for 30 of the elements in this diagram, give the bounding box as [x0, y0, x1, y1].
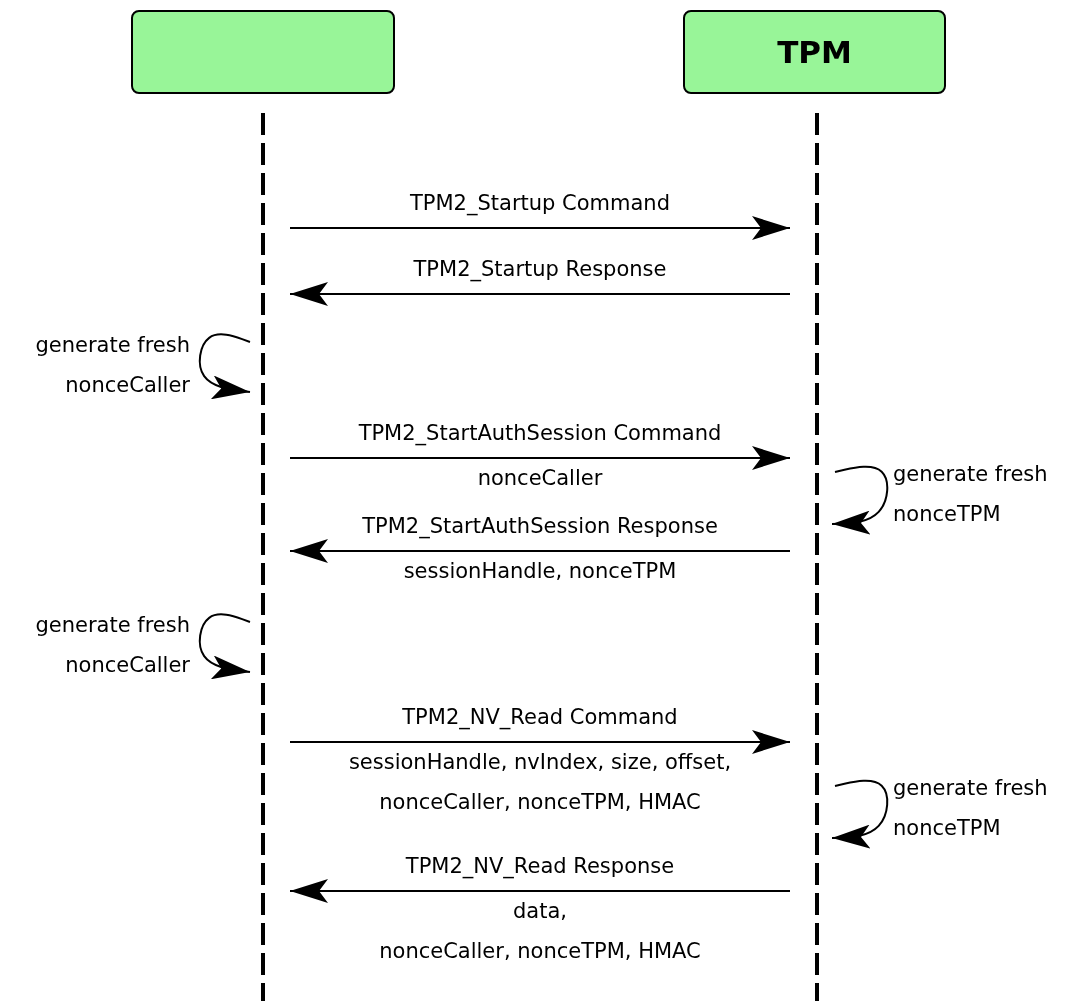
message-parameters: data,	[512, 898, 568, 925]
message-label: TPM2_StartAuthSession Command	[357, 420, 723, 448]
action-note: generate fresh nonceTPM	[893, 775, 1049, 842]
self-arrow	[831, 779, 889, 849]
action-note: generate fresh nonceTPM	[893, 461, 1049, 528]
message-label: TPM2_NV_Read Response	[404, 853, 676, 881]
message-arrow	[289, 446, 791, 470]
message-arrow	[289, 879, 791, 903]
message-parameters: sessionHandle, nvIndex, size, offset, nonceCaller, nonceTPM, HMAC	[347, 749, 733, 816]
lifeline	[261, 113, 265, 1001]
lifeline	[815, 113, 819, 1001]
message-arrow	[289, 216, 791, 240]
self-arrow	[198, 613, 251, 680]
participant-box	[131, 10, 395, 94]
message-label: TPM2_NV_Read Command	[401, 704, 679, 732]
self-arrow	[198, 333, 251, 400]
message-label: TPM2_StartAuthSession Response	[361, 513, 719, 541]
participant-box	[683, 10, 946, 94]
action-note: generate fresh nonceCaller	[34, 612, 190, 679]
message-arrow	[289, 282, 791, 306]
message-parameters: nonceCaller	[476, 465, 604, 492]
message-label: TPM2_Startup Command	[409, 190, 671, 218]
message-arrow	[289, 730, 791, 754]
participant-name: TPM	[777, 34, 852, 70]
message-parameters: sessionHandle, nonceTPM	[402, 558, 678, 585]
message-parameters: nonceCaller, nonceTPM, HMAC	[378, 938, 702, 965]
message-label: TPM2_Startup Response	[412, 256, 668, 284]
action-note: generate fresh nonceCaller	[34, 332, 190, 399]
self-arrow	[831, 465, 889, 535]
message-arrow	[289, 539, 791, 563]
